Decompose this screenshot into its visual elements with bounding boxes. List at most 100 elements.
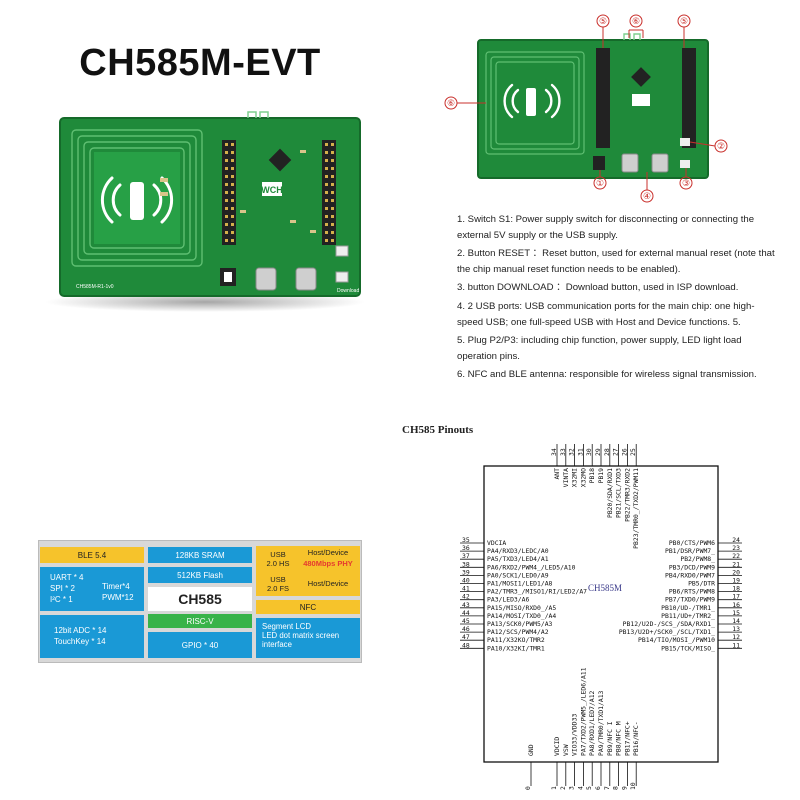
pin-number: 30 — [585, 448, 593, 456]
lcd-block: Segment LCD LED dot matrix screen interf… — [256, 618, 360, 658]
download-silk-label: Download — [337, 288, 359, 294]
pin-label: PA11/X32KO/TMR2 — [487, 636, 545, 644]
pin-number: 44 — [462, 609, 470, 617]
peripherals-block — [40, 567, 144, 611]
pin-number: 42 — [462, 593, 470, 601]
pin-label: PB6/RTS/PWM8 — [669, 588, 715, 596]
pin-label: PA14/MOSI/TXD0_/A4 — [487, 612, 556, 620]
i2c-label: I²C * 1 — [50, 595, 73, 604]
pin-label: PB2/PWM8_ — [680, 555, 715, 563]
pin-number: 21 — [732, 560, 740, 568]
chip-outline — [483, 465, 719, 763]
callout-4: ④ — [643, 192, 651, 202]
pin-label: PB8/NFC M — [615, 721, 623, 756]
pin-number: 3 — [568, 786, 576, 790]
pin-number: 22 — [732, 552, 740, 560]
usb-fs-label: USB 2.0 FS — [266, 575, 290, 593]
pin-number: 39 — [462, 568, 470, 576]
segment-lcd-label: Segment LCD — [262, 622, 311, 631]
pin-number: 8 — [612, 786, 620, 790]
pin-label: PB12/U2D-/SCS_/SDA/RXD1_ — [623, 620, 715, 628]
pin-number: 26 — [620, 448, 628, 456]
sram-block: 128KB SRAM — [148, 547, 252, 563]
pin-number: 47 — [462, 633, 470, 641]
pin-label: PB21/SCL/TXD3 — [615, 468, 623, 518]
description-item: 2. Button RESET ：Reset button, used for … — [457, 248, 775, 275]
pin-label: PA13/SCK0/PWM5/A3 — [487, 620, 553, 628]
pin-label: PA8/RXD1/LED7/A12 — [588, 690, 596, 756]
pwm-label: PWM*12 — [102, 593, 134, 602]
description-item: 1. Switch S1: Power supply switch for di… — [457, 214, 755, 241]
pin-number: 45 — [462, 617, 470, 625]
chip-core-block: CH585 — [148, 587, 252, 611]
pin-label: PB0/CTS/PWM6 — [669, 539, 715, 547]
pin-number: 10 — [629, 782, 637, 790]
board-brand-logo: WCH — [261, 185, 283, 195]
feature-descriptions: 1. Switch S1: Power supply switch for di… — [457, 212, 777, 386]
uart-label: UART * 4 — [50, 573, 84, 582]
pin-number: 0 — [524, 786, 532, 790]
pin-number: 48 — [462, 641, 470, 649]
pin-label: PA1/MOSI1/LED1/A8 — [487, 580, 553, 588]
pin-label: X32MO — [579, 468, 587, 487]
pin-label: PB17/NFC+ — [623, 721, 631, 756]
pin-label: PA7/TXD2/PWM5_/LED6/A11 — [579, 667, 587, 756]
description-item: 4. 2 USB ports: USB communication ports … — [457, 300, 755, 328]
pin-number: 23 — [732, 544, 740, 552]
usb-hs-label: USB 2.0 HS — [266, 550, 290, 568]
pin-label: PB9/NFC I — [606, 721, 614, 756]
phy-label: 480Mbps PHY — [303, 558, 353, 568]
pin-label: PB13/U2D+/SCK0_/SCL/TXD1_ — [619, 628, 715, 636]
gpio-block: GPIO * 40 — [148, 632, 252, 658]
flash-block: 512KB Flash — [148, 567, 252, 583]
pin-number: 25 — [629, 448, 637, 456]
chip-label: CH585M — [588, 583, 622, 593]
pin-label: PB16/NFC- — [632, 721, 640, 756]
pin-label: VINTA — [562, 468, 570, 487]
pin-label: VSW — [562, 744, 570, 756]
pin-number: 18 — [732, 585, 740, 593]
nfc-block: NFC — [256, 600, 360, 614]
pin-number: 11 — [732, 641, 740, 649]
pin-label: VDCID — [553, 737, 561, 756]
pin-label: PB23/TMR0_/TXD2/PWM11 — [632, 468, 640, 549]
pin-label: PA2/TMR3_/MISO1/RI/LED2/A7 — [487, 588, 587, 596]
pin-number: 46 — [462, 625, 470, 633]
pin-number: 24 — [732, 536, 740, 544]
pin-label: PA10/X32KI/TMR1 — [487, 644, 545, 652]
description-item: 6. NFC and BLE antenna: responsible for … — [457, 369, 757, 381]
callout-3: ③ — [682, 179, 690, 189]
pin-number: 35 — [462, 536, 470, 544]
pin-number: 7 — [603, 786, 611, 790]
pin-number: 32 — [568, 448, 576, 456]
pin-label: PA3/LED3/A6 — [487, 596, 529, 604]
pin-number: 20 — [732, 568, 740, 576]
pin-number: 19 — [732, 577, 740, 585]
pin-number: 9 — [620, 786, 628, 790]
pin-label: VDCIA — [487, 539, 506, 547]
pin-label: PA5/TXD3/LED4/A1 — [487, 555, 549, 563]
pin-number: 38 — [462, 560, 470, 568]
pin-label: PA4/RXD3/LEDC/A0 — [487, 547, 549, 555]
pin-label: PB10/UD-/TMR1_ — [661, 604, 715, 612]
board-title: CH585M-EVT — [79, 42, 321, 84]
pin-number: 5 — [585, 786, 593, 790]
riscv-block: RISC-V — [148, 614, 252, 628]
timer-peripherals: Timer*4 PWM*12 — [102, 581, 134, 603]
pin-label: ANT — [553, 468, 561, 480]
pin-number: 4 — [576, 786, 584, 790]
callout-6-top: ⑥ — [632, 17, 640, 27]
pin-number: 34 — [550, 448, 558, 456]
pin-label: PA15/MISO/RXD0_/A5 — [487, 604, 556, 612]
annotated-board-panel: ⑤ ⑥ ⑤ ⑥ ② ① ④ ③ 1. Switch S1: Power supp… — [400, 0, 800, 400]
pin-number: 29 — [594, 448, 602, 456]
ble-block: BLE 5.4 — [40, 547, 144, 563]
pin-number: 16 — [732, 601, 740, 609]
pin-number: 2 — [559, 786, 567, 790]
pin-label: PA0/SCK1/LED0/A9 — [487, 571, 549, 579]
pin-label: PB4/RXD0/PWM7 — [665, 571, 715, 579]
pin-label: PA6/RXD2/PWM4_/LED5/A10 — [487, 563, 576, 571]
pin-number: 37 — [462, 552, 470, 560]
pin-label: X32MI — [571, 468, 579, 487]
